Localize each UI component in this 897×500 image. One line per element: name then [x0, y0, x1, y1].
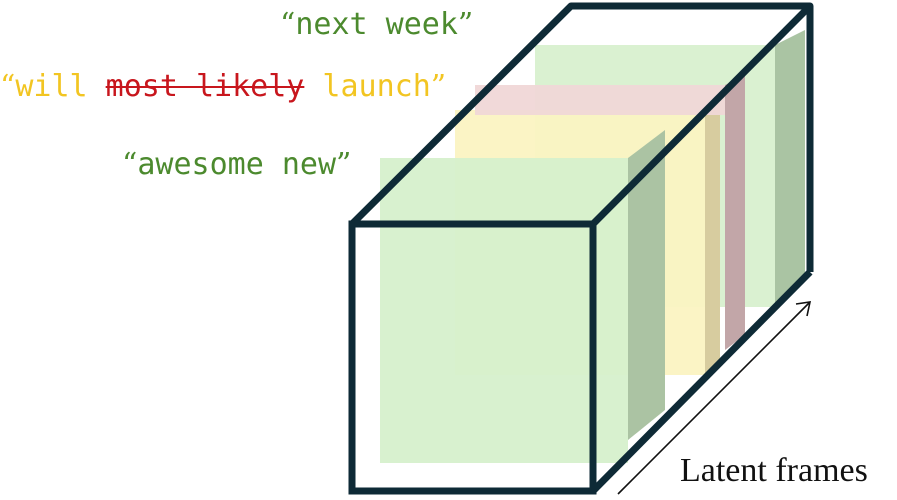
quote-close: ”: [336, 147, 352, 182]
label-will-launch: “will most likely launch”: [0, 72, 446, 102]
front-green-frame-side: [628, 130, 665, 440]
pink-frame-side: [725, 75, 745, 350]
quote-close: ”: [457, 7, 474, 42]
text-launch: launch: [322, 69, 431, 104]
label-next-week: “next week”: [280, 10, 473, 40]
cube-top-edge: [349, 2, 814, 272]
yellow-frame-side: [705, 100, 720, 375]
text-next-week: next week: [295, 7, 458, 42]
quote-open: “: [280, 7, 296, 42]
quote-close: ”: [430, 69, 447, 104]
pink-frame: [475, 85, 725, 115]
text-awesome-new: awesome new: [137, 147, 337, 182]
text-most-likely-struck: most likely: [105, 69, 305, 104]
quote-open: “: [122, 147, 138, 182]
front-green-frame: [380, 158, 628, 463]
back-green-frame-side: [775, 30, 805, 307]
cube-bottom-right-edge: [590, 269, 813, 494]
time-arrow-head: [795, 301, 812, 317]
cube-front-face: [348, 220, 597, 495]
text-will: will: [15, 69, 88, 104]
caption-latent-frames: Latent frames: [680, 452, 868, 489]
label-awesome-new: “awesome new”: [122, 150, 351, 180]
time-arrow-line: [617, 301, 811, 495]
cube-top-right-edge: [590, 3, 813, 227]
quote-open: “: [0, 69, 16, 104]
